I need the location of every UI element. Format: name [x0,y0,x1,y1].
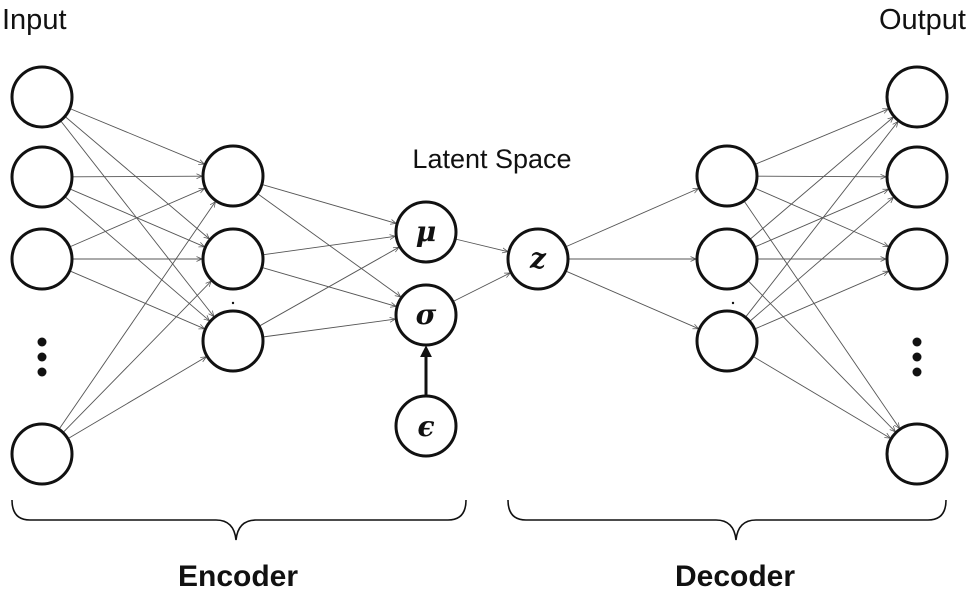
input-to-encoder-edge [60,120,214,317]
decoder-to-output-edge [754,109,889,165]
epsilon-node [394,394,458,458]
z-to-decoder-edge [565,270,699,329]
encoder-to-latent-edge [262,236,396,256]
decoder-to-output-edge [743,200,900,429]
output-node [885,422,949,486]
input-node [10,227,74,291]
decoder-to-output-edge [754,189,889,248]
latent-to-z-edge [452,273,511,303]
decoder-small-dot [731,301,735,305]
input-ellipsis [37,337,47,377]
encoder-to-latent-edge [261,183,396,223]
output-node [885,65,949,129]
output-node [885,145,949,209]
output-layer [885,65,949,486]
connection-edges [58,108,900,440]
input-to-encoder-edge [71,176,202,177]
z-node [506,227,570,291]
mu-node [394,200,458,264]
sigma-node [394,283,458,347]
input-to-encoder-edge [69,108,205,165]
output-label: Output [879,4,966,36]
decoder-to-output-edge [749,117,894,240]
decoder-hidden-layer [695,144,759,373]
decoder-to-output-edge [749,197,894,322]
decoder-hidden-node [695,309,759,373]
latent-to-z-edge [455,238,508,252]
output-ellipsis [912,337,922,377]
input-node [10,65,74,129]
decoder-to-output-edge [756,176,886,177]
input-to-encoder-edge [67,357,207,440]
decoder-to-output-edge [754,187,889,247]
input-label: Input [2,4,67,36]
encoder-to-latent-edge [258,247,399,327]
input-to-encoder-edge [64,116,210,238]
output-node [885,227,949,291]
input-node [10,422,74,486]
decoder-label: Decoder [675,560,795,591]
decoder-to-output-edge [754,271,889,330]
encoder-hidden-layer [201,144,265,373]
input-to-encoder-edge [69,270,205,329]
decoder-to-output-edge [747,280,896,432]
encoder-hidden-node [201,144,265,208]
z-to-decoder-edge [565,188,699,248]
encoder-hidden-node [201,227,265,291]
epsilon-symbol: ϵ [417,410,434,443]
input-to-encoder-edge [69,188,205,248]
encoder-brace [11,499,467,541]
encoder-label: Encoder [178,560,298,591]
latent-layer: μ σ ϵ z [394,200,570,458]
input-node [10,145,74,209]
encoder-to-latent-edge [262,319,396,338]
encoder-small-dot [231,301,235,305]
decoder-hidden-node [695,227,759,291]
z-symbol: z [529,242,547,275]
decoder-hidden-node [695,144,759,208]
latent-space-label: Latent Space [412,144,571,174]
input-layer [10,65,74,486]
input-to-encoder-edge [58,202,215,430]
encoder-hidden-node [201,309,265,373]
decoder-to-output-edge [752,355,891,438]
decoder-to-output-edge [745,122,898,318]
decoder-brace [507,499,947,541]
sigma-symbol: σ [416,298,437,331]
mu-symbol: μ [416,215,437,248]
input-to-encoder-edge [62,281,211,433]
